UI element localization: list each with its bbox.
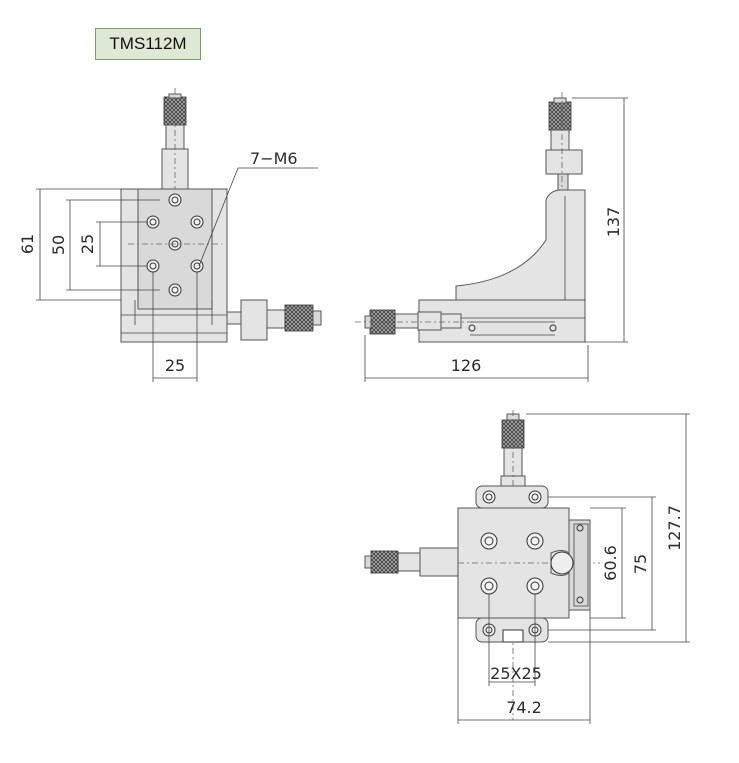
top-view-micrometer-knob-horizontal — [370, 550, 399, 574]
dim-75: 75 — [631, 554, 650, 574]
top-view: 127.7 75 60.6 25X25 74.2 — [364, 410, 690, 724]
dim-61: 61 — [18, 234, 37, 254]
dim-127-7: 127.7 — [665, 505, 684, 551]
dim-126: 126 — [451, 356, 482, 375]
front-view: 7−M6 61 50 25 25 — [18, 88, 322, 382]
model-label: TMS112M — [95, 28, 201, 60]
dim-137: 137 — [604, 207, 623, 238]
dim-25x25: 25X25 — [490, 664, 542, 683]
side-view: 137 126 — [355, 92, 628, 382]
dim-25-horizontal: 25 — [165, 356, 185, 375]
front-side-micrometer-knob — [284, 304, 314, 332]
side-angle-bracket — [455, 189, 586, 301]
side-top-micrometer-knob — [548, 101, 572, 131]
dim-60-6: 60.6 — [601, 545, 620, 581]
dim-74-2: 74.2 — [506, 698, 542, 717]
dim-50: 50 — [49, 235, 68, 255]
callout-7-m6: 7−M6 — [250, 149, 298, 168]
dim-25-vertical: 25 — [78, 234, 97, 254]
